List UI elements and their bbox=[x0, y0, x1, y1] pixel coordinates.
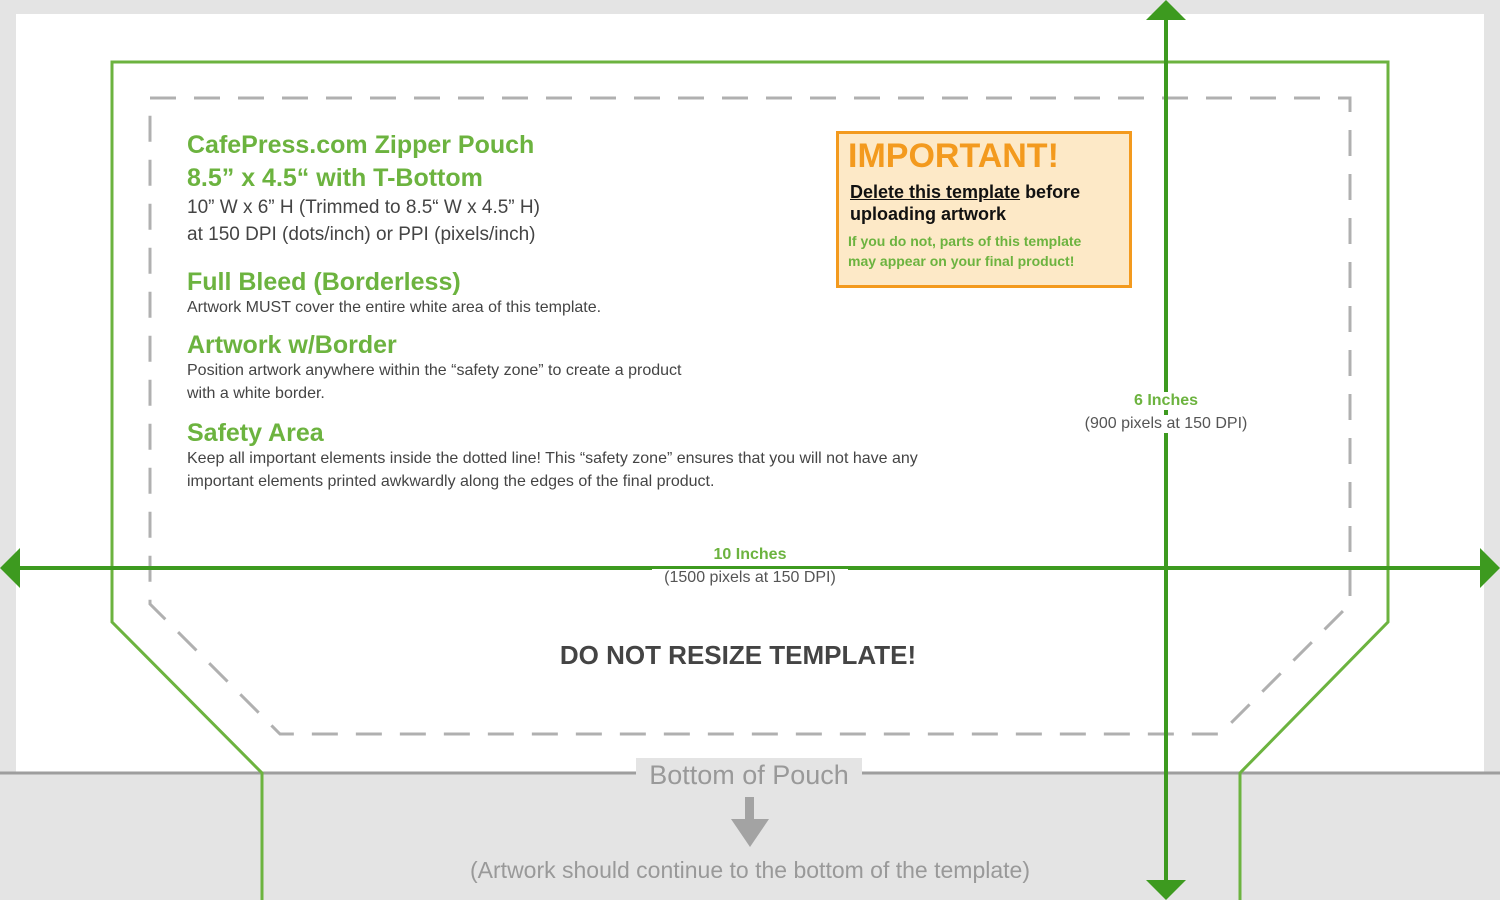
continue-artwork-note: (Artwork should continue to the bottom o… bbox=[470, 857, 1030, 883]
template-subtitle: 8.5” x 4.5“ with T-Bottom bbox=[187, 164, 483, 192]
width-arrow-head-right bbox=[1480, 548, 1500, 588]
border-text-line1: Position artwork anywhere within the “sa… bbox=[187, 362, 682, 379]
full-bleed-heading: Full Bleed (Borderless) bbox=[187, 268, 461, 296]
important-line1-rest: before bbox=[1020, 182, 1081, 202]
delete-template-text: Delete this template bbox=[850, 182, 1021, 202]
trim-outline bbox=[110, 60, 1390, 900]
width-dimension-label: 10 Inches bbox=[652, 546, 848, 564]
safety-text-line1: Keep all important elements inside the d… bbox=[187, 450, 918, 467]
important-title: IMPORTANT! bbox=[848, 137, 1059, 175]
bottom-of-pouch-label: Bottom of Pouch bbox=[636, 758, 862, 792]
height-arrow-head-top bbox=[1146, 0, 1186, 20]
safety-text-line2: important elements printed awkwardly alo… bbox=[187, 473, 715, 490]
important-line2: uploading artwork bbox=[850, 204, 1007, 224]
important-line1: Delete this template before bbox=[850, 181, 1080, 203]
template-title: CafePress.com Zipper Pouch bbox=[187, 131, 535, 159]
down-arrow-stem bbox=[745, 797, 754, 819]
important-notice: IMPORTANT! Delete this template before u… bbox=[836, 131, 1132, 288]
safety-heading: Safety Area bbox=[187, 419, 324, 447]
width-dimension-sub: (1500 pixels at 150 DPI) bbox=[652, 569, 848, 587]
important-note2: may appear on your final product! bbox=[848, 253, 1075, 269]
height-arrow-head-bottom bbox=[1146, 880, 1186, 900]
width-arrow-head-left bbox=[0, 548, 20, 588]
height-dimension-sub: (900 pixels at 150 DPI) bbox=[1074, 415, 1258, 433]
down-arrow-head bbox=[731, 819, 769, 847]
border-heading: Artwork w/Border bbox=[187, 331, 397, 359]
dpi-spec: at 150 DPI (dots/inch) or PPI (pixels/in… bbox=[187, 224, 536, 245]
important-note1: If you do not, parts of this template bbox=[848, 233, 1082, 249]
border-text-line2: with a white border. bbox=[187, 385, 325, 402]
do-not-resize-warning: DO NOT RESIZE TEMPLATE! bbox=[559, 640, 917, 670]
height-dimension-label: 6 Inches bbox=[1086, 392, 1246, 410]
size-spec: 10” W x 6” H (Trimmed to 8.5“ W x 4.5” H… bbox=[187, 197, 540, 218]
safety-zone-outline bbox=[148, 96, 1352, 736]
full-bleed-text: Artwork MUST cover the entire white area… bbox=[187, 299, 602, 316]
